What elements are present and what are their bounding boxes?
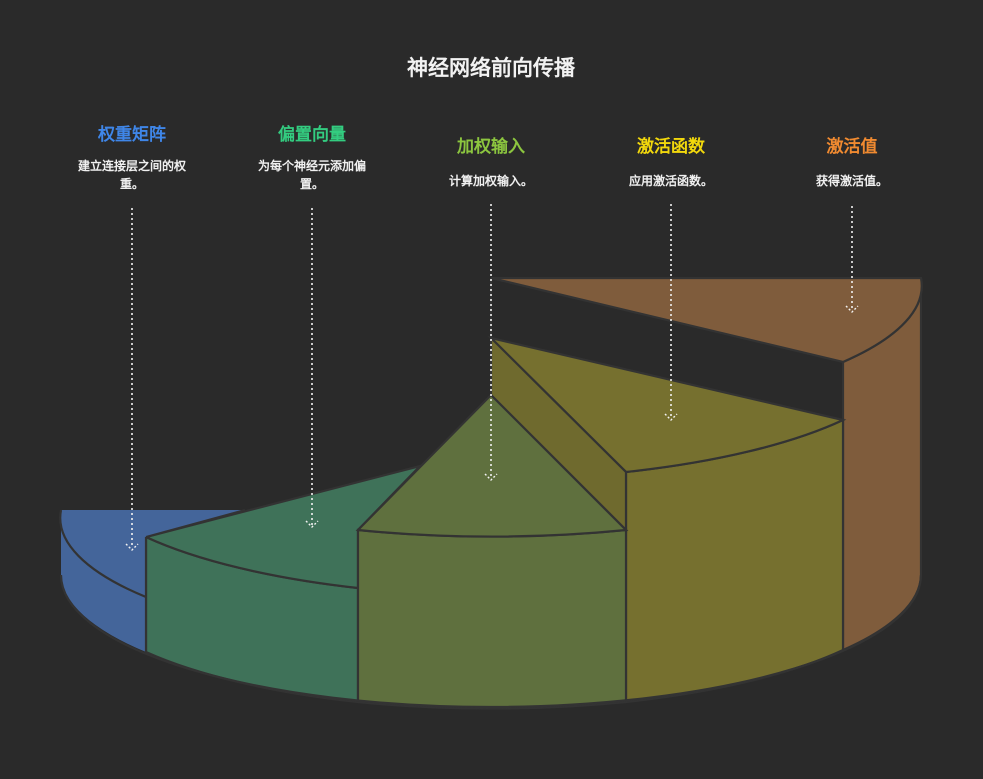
arrow-down-icon bbox=[664, 413, 678, 421]
step-weighted-input: 加权输入 计算加权输入。 bbox=[449, 136, 533, 481]
arrow-down-icon bbox=[845, 305, 859, 313]
step-desc: 为每个神经元添加偏 bbox=[258, 158, 366, 173]
step-label: 权重矩阵 bbox=[97, 124, 166, 145]
step-label: 偏置向量 bbox=[278, 124, 346, 145]
step-bias-vector: 偏置向量 为每个神经元添加偏 置。 bbox=[258, 124, 366, 528]
step-desc: 建立连接层之间的权 bbox=[77, 158, 187, 173]
step-desc: 获得激活值。 bbox=[815, 173, 888, 188]
step-activation-value: 激活值 获得激活值。 bbox=[815, 136, 888, 313]
slice-weight-matrix bbox=[59, 508, 246, 652]
step-label: 激活值 bbox=[827, 136, 878, 157]
arrow-down-icon bbox=[305, 520, 319, 528]
step-activation-function: 激活函数 应用激活函数。 bbox=[629, 136, 713, 421]
diagram-title: 神经网络前向传播 bbox=[407, 55, 576, 80]
step-desc: 置。 bbox=[300, 177, 324, 191]
slice-activation-value bbox=[489, 276, 923, 652]
step-desc: 重。 bbox=[120, 176, 144, 191]
base-arc bbox=[59, 574, 923, 709]
step-desc: 应用激活函数。 bbox=[629, 173, 713, 188]
step-label: 加权输入 bbox=[456, 136, 525, 157]
step-label: 激活函数 bbox=[637, 136, 706, 157]
slice-weighted-input bbox=[355, 393, 629, 710]
arrow-down-icon bbox=[125, 543, 139, 551]
step-desc: 计算加权输入。 bbox=[449, 173, 533, 188]
step-weight-matrix: 权重矩阵 建立连接层之间的权 重。 bbox=[77, 124, 187, 551]
arrow-down-icon bbox=[484, 473, 498, 481]
